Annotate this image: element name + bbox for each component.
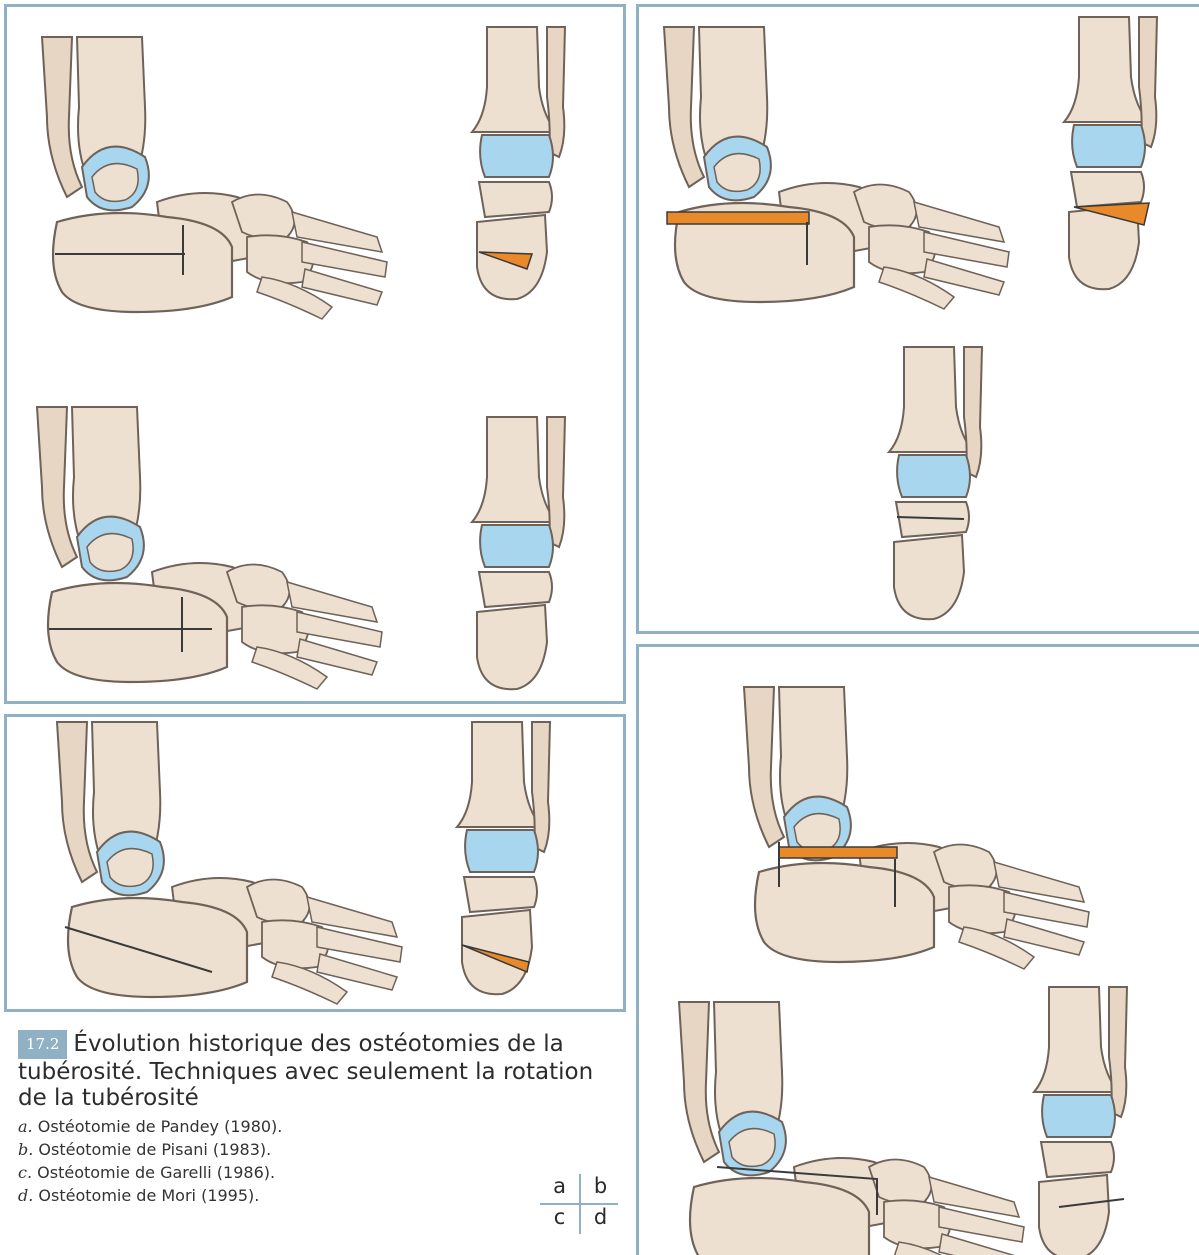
caption-item-d: d. Ostéotomie de Mori (1995). [18,1184,608,1207]
key-c: c [540,1205,579,1229]
illustration-panel-d [639,647,1199,1255]
illustration-panel-b [639,7,1199,634]
caption-item-b: b. Ostéotomie de Pisani (1983). [18,1138,608,1161]
ankle-front-c [457,722,550,994]
caption-item-a: a. Ostéotomie de Pandey (1980). [18,1115,608,1138]
figure-panel-c [4,714,626,1012]
caption-items: a. Ostéotomie de Pandey (1980). b. Ostéo… [18,1115,608,1207]
figure-panel-b [636,4,1199,634]
key-b: b [581,1174,620,1198]
key-d: d [581,1205,620,1229]
figure-panel-d [636,644,1199,1255]
foot-lateral-a2 [37,407,382,689]
foot-lateral-d1 [744,687,1089,969]
foot-lateral-c [57,722,402,1004]
figure-number-badge: 17.2 [18,1030,67,1059]
caption-item-c: c. Ostéotomie de Garelli (1986). [18,1161,608,1184]
figure-panel-a [4,4,626,704]
foot-lateral-b [664,27,1009,309]
ankle-front-b2 [889,347,982,619]
caption-title-text: Évolution historique des ostéotomies de … [18,1031,593,1111]
panel-layout-key: a b c d [540,1174,618,1234]
illustration-panel-a [7,7,626,704]
foot-lateral-a1 [42,37,387,319]
ankle-front-a2 [472,417,565,689]
foot-lateral-d2 [679,1002,1024,1255]
ankle-front-d [1034,987,1127,1255]
illustration-panel-c [7,717,626,1012]
wedge-bar [779,847,897,858]
wedge-bar [667,212,809,224]
ankle-front-b1 [1064,17,1157,289]
key-a: a [540,1174,579,1198]
